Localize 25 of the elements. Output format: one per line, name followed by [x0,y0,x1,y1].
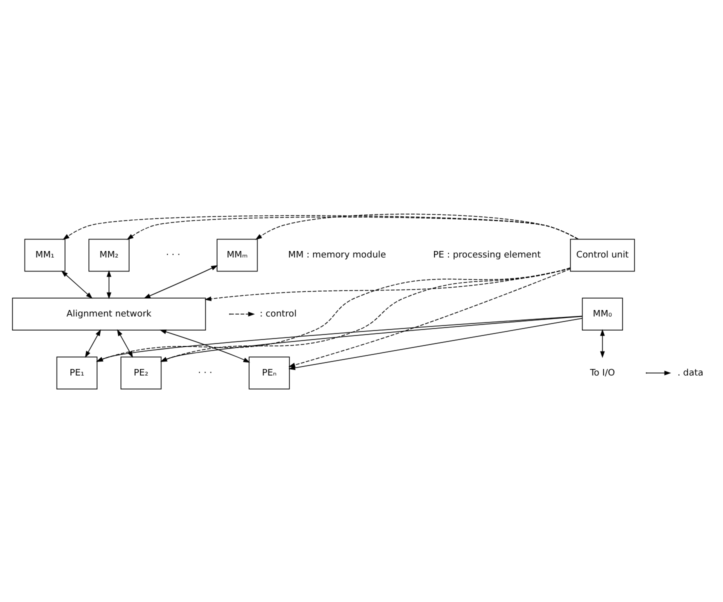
arrow [600,328,605,358]
node-box: PEₙ [248,356,290,389]
node-box: PE₂ [120,356,162,389]
node-text: To I/O [590,368,615,378]
node-box: MM₀ [582,297,623,330]
arrow [288,268,571,367]
arrow [255,213,579,240]
label: · · · [166,250,180,260]
node-box: MMₘ [216,238,258,272]
arrow [61,270,93,298]
node-box: MM₂ [88,238,130,272]
node-box: Control unit [570,238,635,272]
label: MM : memory module [288,250,386,260]
arrow [288,317,582,370]
arrow [85,328,101,358]
arrow [144,264,218,298]
legend-label: . data [677,368,704,378]
node-box: Alignment network [12,297,206,330]
node-box: PE₁ [56,356,98,389]
label: · · · [198,368,212,378]
legend-label: : control [260,308,297,319]
arrow [204,267,571,301]
arrow [106,270,112,299]
node-box: MM₁ [24,238,66,272]
label: PE : processing element [433,250,541,260]
